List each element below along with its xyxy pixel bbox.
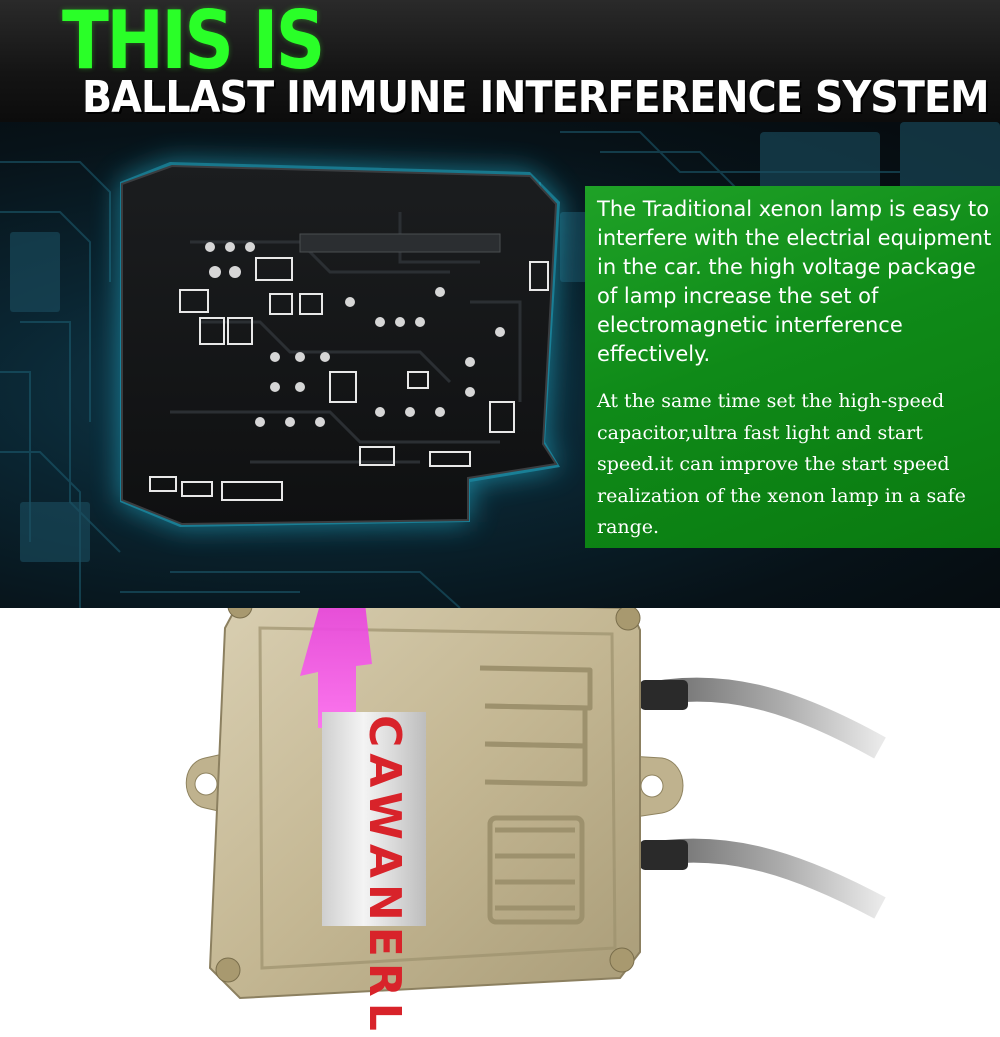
cable-bottom	[637, 838, 886, 919]
circuit-board	[121, 164, 558, 526]
product-area	[0, 608, 1000, 1000]
description-panel	[585, 186, 1000, 548]
solder-pads	[205, 242, 505, 427]
board-traces	[170, 212, 522, 464]
brand-logo: CAWANERL	[359, 715, 410, 1037]
paragraph-interference: The Traditional xenon lamp is easy to in…	[597, 197, 992, 366]
mount-hole-right	[640, 774, 664, 798]
board-connector	[299, 233, 501, 253]
case-inner-rim	[258, 626, 617, 970]
circuit-illustration	[0, 122, 1000, 608]
mount-hole-left	[194, 772, 218, 796]
headline-ballast-system: BALLAST IMMUNE INTERFERENCE SYSTEM	[82, 72, 990, 122]
cable-top	[637, 677, 886, 759]
board-components	[149, 257, 549, 501]
case-screws	[215, 608, 641, 983]
case-fins	[479, 665, 593, 925]
brand-label-sticker	[322, 712, 426, 926]
paragraph-start-speed: At the same time set the high-speed capa…	[597, 390, 966, 538]
header-band: THIS IS BALLAST IMMUNE INTERFERENCE SYST…	[0, 0, 1000, 122]
headline-this-is: THIS IS	[62, 0, 325, 87]
ballast-illustration	[185, 608, 886, 1000]
upward-arrow-icon	[300, 608, 372, 728]
